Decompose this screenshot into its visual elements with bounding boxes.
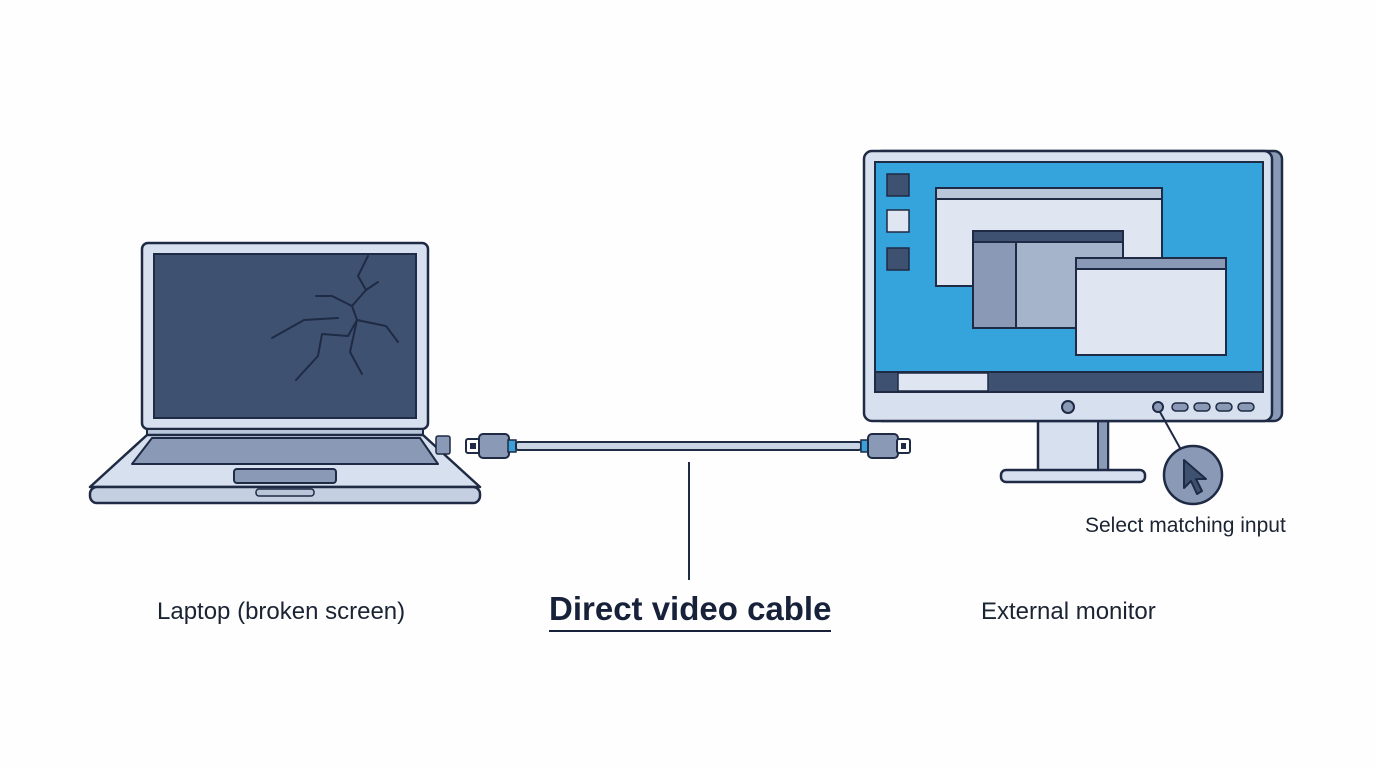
monitor-menu-button-2 <box>1193 402 1211 412</box>
laptop-label: Laptop (broken screen) <box>157 598 406 625</box>
cable-left-plug <box>478 433 510 459</box>
laptop-screen <box>153 253 417 419</box>
cursor-icon <box>1162 444 1224 506</box>
cable-left-tip-pin <box>470 443 476 449</box>
laptop-trackpad <box>233 468 337 484</box>
laptop-port <box>435 435 451 455</box>
desktop-window-front <box>1075 257 1227 356</box>
cable-label: Direct video cable <box>549 590 832 632</box>
monitor-menu-button-3 <box>1215 402 1233 412</box>
cable-left-collar <box>507 439 517 453</box>
monitor-power-button <box>1061 400 1075 414</box>
monitor-neck-shade <box>1097 419 1109 473</box>
input-callout-line <box>1159 411 1181 449</box>
desktop-icon-3 <box>886 247 910 271</box>
cable-right-plug <box>867 433 899 459</box>
taskbar-item <box>897 372 989 392</box>
monitor-input-button <box>1152 401 1164 413</box>
monitor-icon <box>862 149 1284 506</box>
monitor-menu-button-1 <box>1171 402 1189 412</box>
desktop-icon-1 <box>886 173 910 197</box>
input-hint-label: Select matching input <box>1085 514 1286 537</box>
cable-right-tip-pin <box>901 443 906 449</box>
desktop-icon-2 <box>886 209 910 233</box>
screen-crack-icon <box>271 255 399 381</box>
laptop-keyboard <box>131 437 439 465</box>
monitor-menu-button-4 <box>1237 402 1255 412</box>
laptop-icon <box>88 241 482 505</box>
monitor-base <box>999 468 1147 484</box>
cable-wire <box>515 441 862 451</box>
monitor-label: External monitor <box>981 598 1156 625</box>
video-cable <box>465 433 911 580</box>
laptop-notch <box>255 488 315 497</box>
